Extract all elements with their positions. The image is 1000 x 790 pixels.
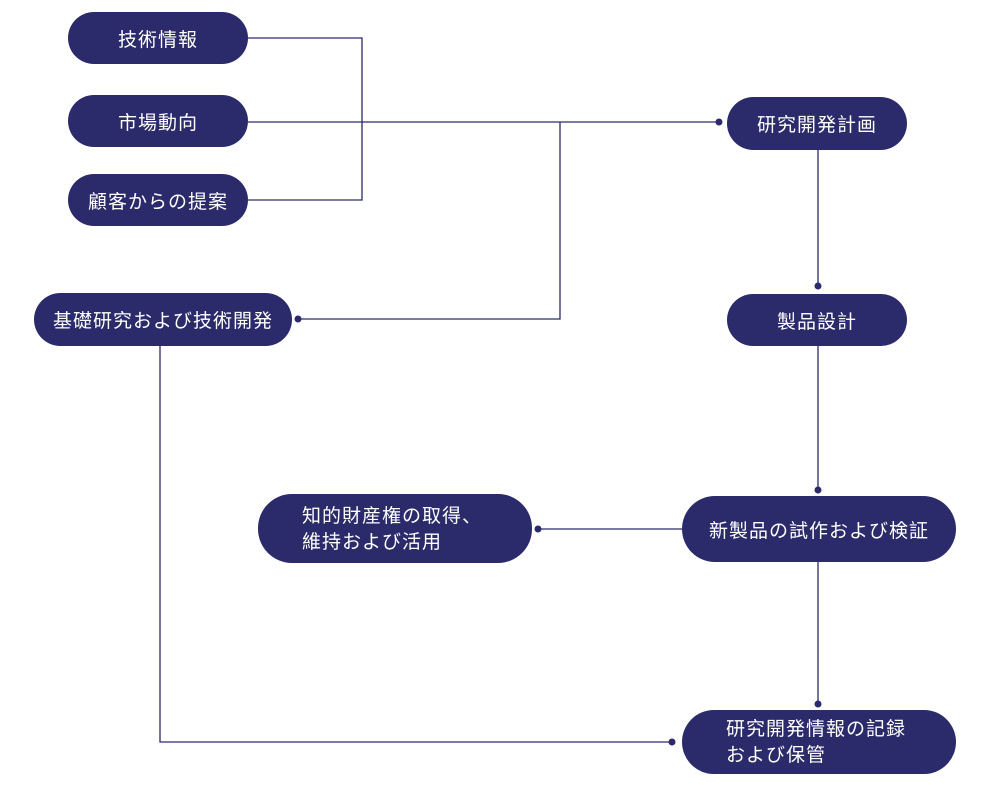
node-record-label-line1: 研究開発情報の記録	[726, 718, 907, 740]
node-customer-proposal-label: 顧客からの提案	[87, 190, 228, 213]
node-product-design-label: 製品設計	[776, 310, 857, 333]
node-market-trend-label: 市場動向	[117, 111, 198, 134]
node-rd-plan-label: 研究開発計画	[756, 114, 877, 136]
node-ip-label-line2: 維持および活用	[302, 530, 443, 553]
node-ip: 知的財産権の取得、 維持および活用	[258, 494, 532, 563]
node-product-design: 製品設計	[727, 294, 907, 346]
arrow-dot-record-left	[668, 738, 676, 746]
node-prototype-label: 新製品の試作および検証	[708, 519, 929, 542]
node-tech-info-label: 技術情報	[117, 28, 198, 51]
arrow-dot-prototype	[814, 486, 822, 494]
node-record: 研究開発情報の記録 および保管	[682, 710, 956, 774]
connector-basic-research-to-main	[298, 122, 561, 320]
connector-basic-research-to-record	[159, 346, 672, 743]
node-rd-plan: 研究開発計画	[727, 97, 907, 150]
node-basic-research-label: 基礎研究および技術開発	[52, 310, 273, 332]
arrow-dot-record-top	[814, 700, 822, 708]
node-customer-proposal: 顧客からの提案	[68, 174, 248, 226]
node-tech-info: 技術情報	[68, 12, 248, 64]
arrow-dot-rd-plan	[715, 118, 723, 126]
arrow-dot-design	[814, 282, 822, 290]
arrow-dot-basic-research	[294, 315, 302, 323]
arrow-dot-ip	[534, 525, 542, 533]
node-market-trend: 市場動向	[68, 95, 248, 147]
node-basic-research: 基礎研究および技術開発	[34, 293, 292, 346]
node-ip-label-line1: 知的財産権の取得、	[302, 504, 483, 527]
node-prototype: 新製品の試作および検証	[682, 496, 956, 562]
node-record-label-line2: および保管	[726, 744, 827, 766]
connector-inputs-bracket	[248, 37, 363, 201]
